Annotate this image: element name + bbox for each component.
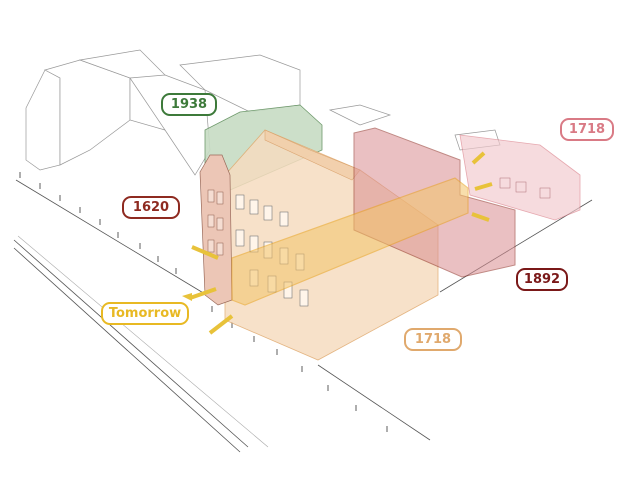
volume-tomorrow xyxy=(231,177,469,306)
label-1938: 1938 xyxy=(161,93,217,116)
volume-1718-back xyxy=(459,134,581,221)
arrow-icons xyxy=(189,151,493,335)
label-1892: 1892 xyxy=(516,268,568,291)
facade-1620 xyxy=(199,154,233,306)
label-1718-front: 1718 xyxy=(404,328,462,351)
label-1718-back: 1718 xyxy=(560,118,614,141)
label-tomorrow: Tomorrow xyxy=(101,302,189,325)
label-1620: 1620 xyxy=(122,196,180,219)
bollards xyxy=(19,172,388,432)
